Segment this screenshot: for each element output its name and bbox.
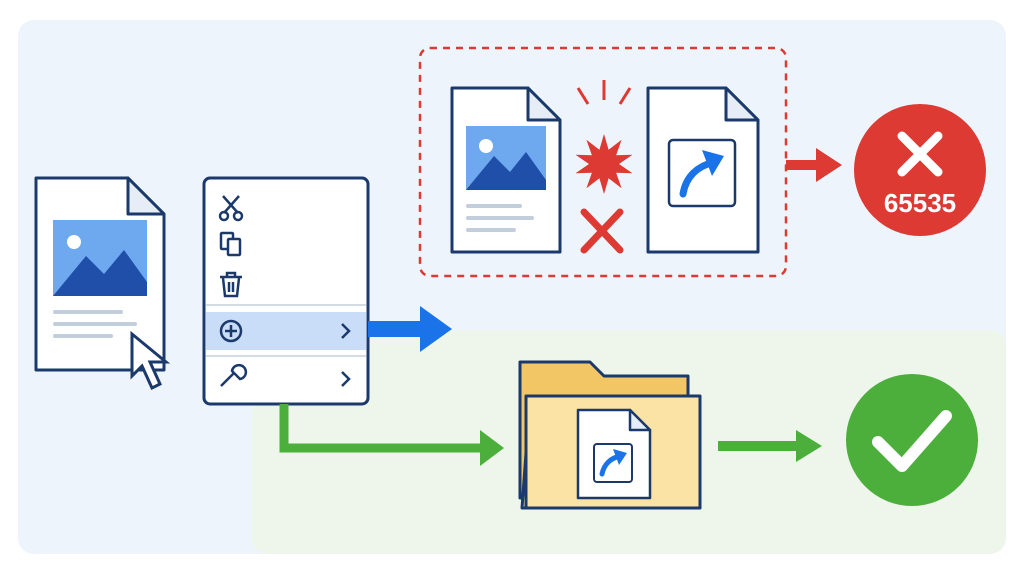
red-arrow — [786, 148, 842, 182]
green-arrow-to-check — [718, 430, 822, 462]
chevron-right-icon — [341, 371, 351, 387]
failure-source-file-icon — [450, 86, 562, 254]
menu-item-tools[interactable] — [220, 363, 351, 387]
mouse-cursor-icon — [130, 330, 171, 391]
success-check-icon — [846, 374, 978, 506]
chevron-right-icon — [341, 323, 351, 339]
source-file-icon[interactable] — [34, 176, 166, 372]
context-menu — [202, 176, 370, 406]
burst-icon — [575, 80, 633, 194]
scissors-icon — [218, 195, 244, 222]
plus-circle-icon — [219, 319, 243, 343]
menu-item-delete[interactable] — [220, 271, 242, 298]
error-code: 65535 — [884, 188, 956, 218]
menu-item-copy[interactable] — [219, 231, 242, 257]
folder-shortcut-file-icon — [576, 408, 652, 500]
trash-icon — [220, 271, 242, 298]
wrench-icon — [220, 363, 248, 387]
menu-item-cut[interactable] — [218, 195, 244, 222]
menu-item-new[interactable] — [219, 319, 351, 343]
error-x-icon: 65535 — [854, 104, 986, 236]
blue-arrow — [368, 306, 452, 352]
failure-target-shortcut-file-icon — [646, 86, 760, 254]
red-x-icon — [580, 208, 624, 254]
green-arrow-to-folder — [279, 404, 504, 466]
failure-region — [418, 46, 788, 278]
copy-icon — [219, 231, 242, 257]
